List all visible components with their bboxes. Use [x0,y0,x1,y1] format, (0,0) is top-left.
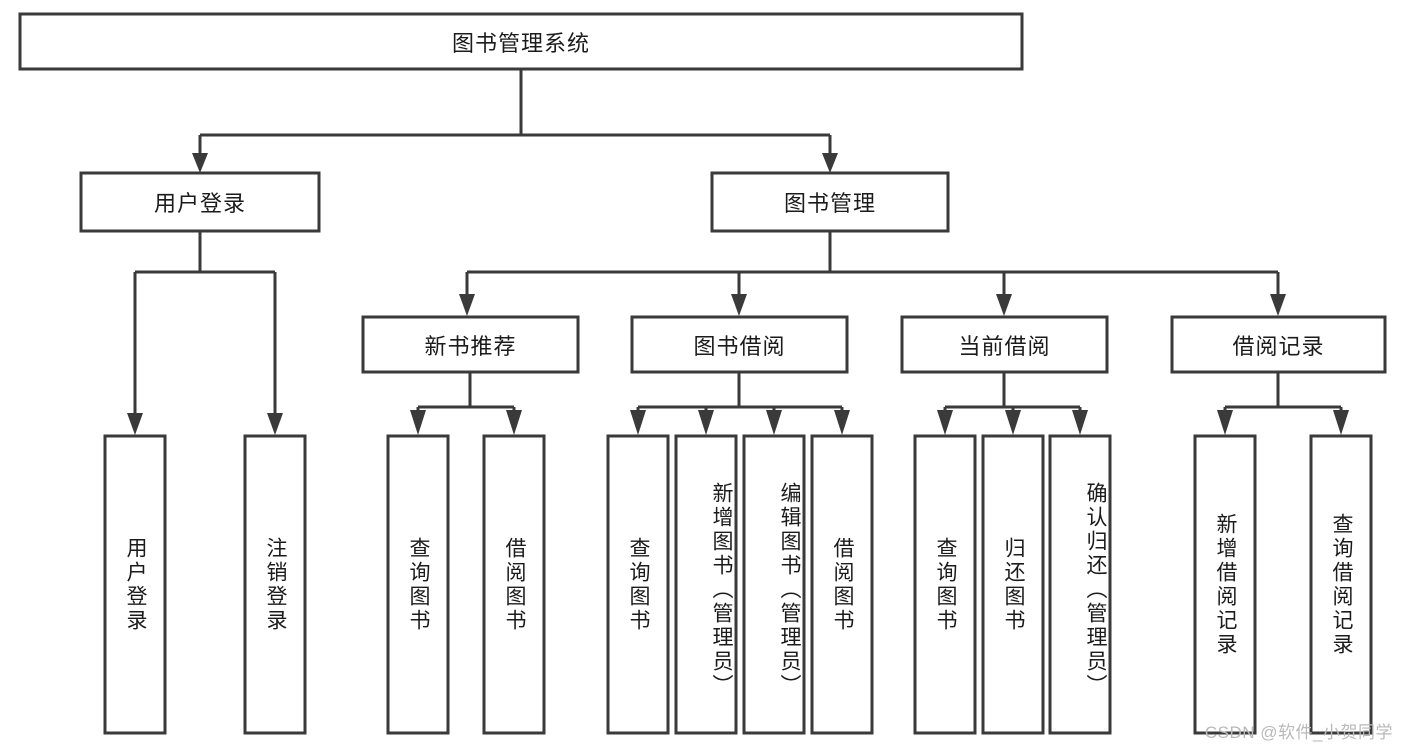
node-user-login[interactable] [79,171,321,233]
arrow-to-book-manage [822,153,838,173]
node-new-book-recommend[interactable] [361,315,580,374]
leaf-edit-book-admin[interactable] [742,434,806,735]
arrow-to-book-borrow [731,294,747,316]
node-book-manage[interactable] [710,171,950,233]
leaf-borrow-book[interactable] [810,434,874,735]
arrow-leaf-return-book [1005,410,1021,435]
arrow-leaf-query-book-3 [937,410,953,435]
arrow-to-current-borrow [996,294,1012,316]
arrow-to-user-login [192,153,208,173]
leaf-user-login[interactable] [103,434,167,735]
leaf-query-borrow-record[interactable] [1309,434,1373,735]
arrow-leaf-user-login [127,413,143,435]
arrow-leaf-query-book-2 [630,410,646,435]
arrow-leaf-query-record [1333,410,1349,435]
leaf-borrow-book-recommend[interactable] [482,434,546,735]
arrow-to-borrow-record [1270,294,1286,316]
leaf-query-book-borrow[interactable] [606,434,670,735]
arrow-leaf-borrow-book-1 [506,410,522,435]
node-root[interactable] [18,12,1024,71]
arrow-leaf-add-book [698,410,714,435]
node-borrow-record[interactable] [1170,315,1387,374]
arrow-leaf-query-book-1 [410,410,426,435]
leaf-return-book[interactable] [981,434,1045,735]
leaf-query-book-recommend[interactable] [386,434,450,735]
node-current-borrow[interactable] [900,315,1109,374]
leaf-add-book-admin[interactable] [674,434,738,735]
connectors-group [127,70,1349,435]
leaf-query-book-current[interactable] [913,434,977,735]
leaf-confirm-return-admin[interactable] [1048,434,1112,735]
nodes-group [18,12,1387,735]
leaf-logout[interactable] [243,434,307,735]
node-book-borrow[interactable] [630,315,849,374]
arrow-leaf-add-record [1217,410,1233,435]
arrow-leaf-logout [267,413,283,435]
arrow-leaf-borrow-book-2 [834,410,850,435]
arrow-leaf-edit-book [766,410,782,435]
arrow-to-new-book [459,294,475,316]
arrow-leaf-confirm-return [1072,410,1088,435]
leaf-add-borrow-record[interactable] [1193,434,1257,735]
